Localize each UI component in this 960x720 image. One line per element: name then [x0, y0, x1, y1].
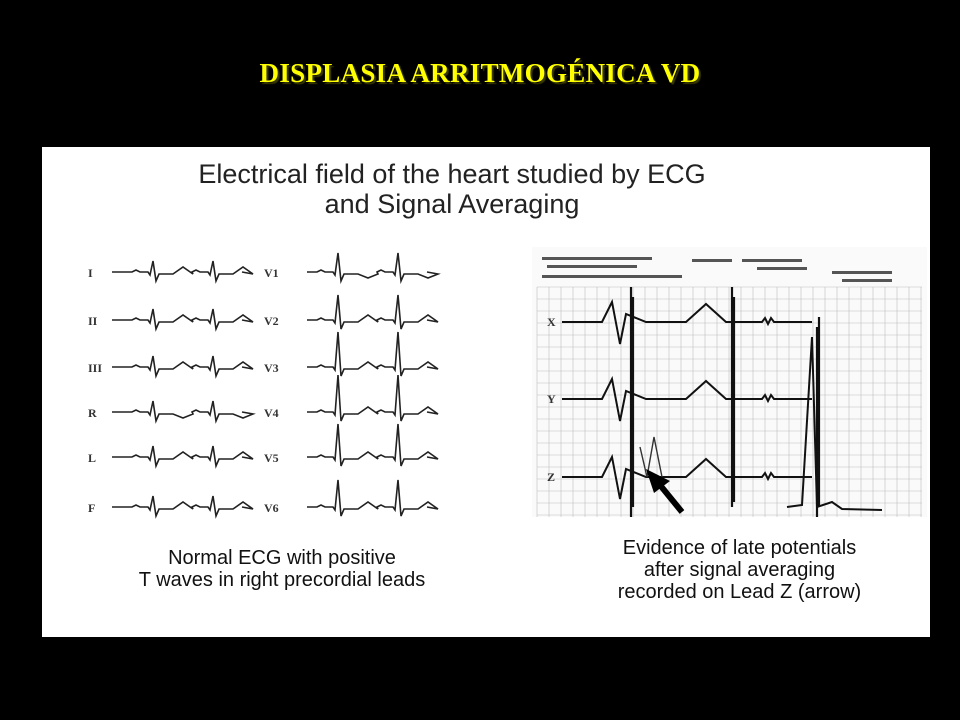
figure-title: Electrical field of the heart studied by… — [142, 159, 762, 219]
header-text-block — [542, 257, 652, 260]
limb-lead-label: R — [88, 406, 97, 420]
signal-avg-lead-label: Y — [547, 392, 556, 406]
limb-lead-label: L — [88, 451, 96, 465]
slide-title: DISPLASIA ARRITMOGÉNICA VD — [259, 58, 701, 88]
right-caption-line2: after signal averaging — [643, 559, 836, 581]
precordial-lead-trace — [307, 294, 439, 330]
header-text-block — [547, 265, 637, 268]
large-spike-trace — [786, 336, 883, 511]
precordial-lead-label: V5 — [264, 451, 279, 465]
signal-avg-grid — [536, 286, 922, 517]
signal-avg-lead-label: X — [547, 315, 556, 329]
header-text-block — [832, 271, 892, 274]
signal-avg-traces — [562, 298, 812, 500]
left-caption-line1: Normal ECG with positive — [168, 547, 396, 569]
signal-avg-spikes — [629, 287, 883, 517]
precordial-lead-traces — [307, 252, 441, 517]
limb-lead-trace — [112, 445, 254, 469]
signal-avg-header-text — [542, 257, 892, 282]
signal-avg-trace — [562, 375, 812, 422]
precordial-lead-label: V6 — [264, 501, 279, 515]
precordial-lead-trace — [307, 331, 439, 377]
signal-avg-trace — [562, 453, 812, 500]
limb-lead-trace — [112, 308, 254, 332]
left-caption-line2: T waves in right precordial leads — [138, 569, 426, 591]
signal-avg-lead-label: Z — [547, 470, 555, 484]
header-text-block — [542, 275, 682, 278]
precordial-lead-label: V2 — [264, 314, 279, 328]
limb-lead-trace — [112, 355, 254, 379]
signal-avg-trace — [562, 298, 812, 345]
signal-averaging-panel: X Y Z — [532, 247, 927, 517]
left-caption: Normal ECG with positive T waves in righ… — [112, 547, 452, 591]
signal-avg-lead-labels: X Y Z — [547, 315, 556, 484]
precordial-lead-trace — [307, 479, 439, 517]
precordial-lead-trace — [307, 423, 439, 467]
header-text-block — [842, 279, 892, 282]
header-text-block — [692, 259, 732, 262]
limb-lead-traces — [112, 260, 256, 519]
limb-lead-label: F — [88, 501, 95, 515]
right-caption-line1: Evidence of late potentials — [622, 537, 857, 559]
right-caption-line3: recorded on Lead Z (arrow) — [617, 581, 862, 603]
figure-title-line1: Electrical field of the heart studied by… — [198, 159, 706, 189]
precordial-lead-label: V1 — [264, 266, 279, 280]
precordial-lead-trace — [307, 374, 439, 422]
limb-lead-label: III — [88, 361, 102, 375]
precordial-lead-label: V3 — [264, 361, 279, 375]
precordial-lead-trace — [307, 252, 441, 285]
precordial-lead-label: V4 — [264, 406, 279, 420]
limb-lead-trace — [112, 495, 254, 519]
right-caption: Evidence of late potentials after signal… — [577, 537, 902, 603]
limb-lead-label: II — [88, 314, 98, 328]
arrow-icon — [646, 469, 685, 514]
figure-title-line2: and Signal Averaging — [324, 189, 580, 219]
limb-lead-trace — [112, 260, 254, 284]
late-potential-trace — [639, 436, 663, 478]
limb-lead-trace — [112, 400, 256, 424]
header-text-block — [742, 259, 802, 262]
limb-lead-label: I — [88, 266, 93, 280]
header-text-block — [757, 267, 807, 270]
